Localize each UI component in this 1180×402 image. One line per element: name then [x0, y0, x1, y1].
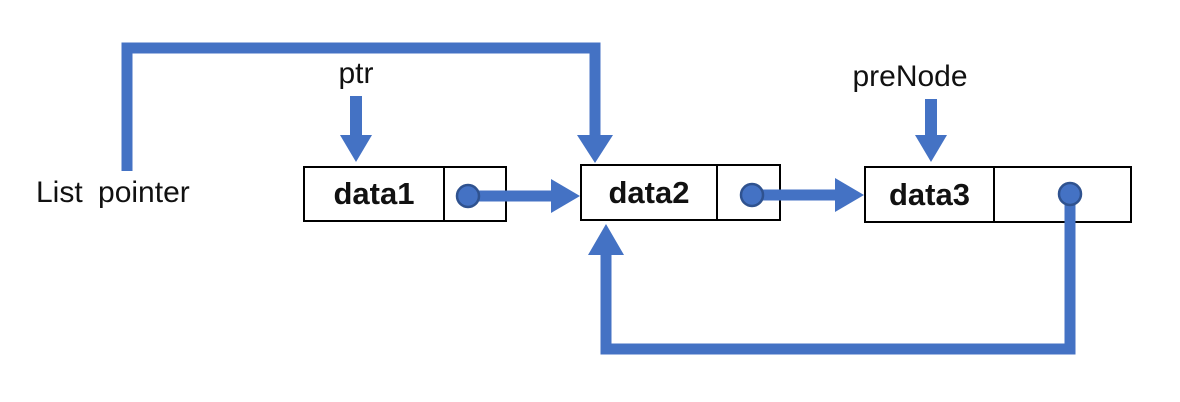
list-pointer-label: List pointer: [36, 176, 190, 209]
next-arrow-1-head-icon: [551, 179, 580, 213]
node-data3: data3: [864, 166, 1132, 223]
next-arrow-2-head-icon: [835, 178, 864, 212]
ptr-label: ptr: [338, 57, 374, 90]
prenode-arrowhead-icon: [915, 135, 947, 162]
node-data1: data1: [303, 166, 507, 222]
node-data1-value: data1: [305, 168, 445, 220]
node-data3-value: data3: [866, 168, 995, 221]
prenode-label: preNode: [852, 60, 968, 93]
node-data2: data2: [580, 164, 781, 221]
ptr-arrow: [340, 96, 372, 162]
back-arrowhead-icon: [588, 224, 624, 255]
node-data2-value: data2: [582, 166, 718, 219]
node-data3-next-cell: [995, 168, 1130, 221]
node-data1-next-cell: [445, 168, 505, 220]
prenode-arrow: [915, 99, 947, 162]
list-pointer-arrowhead-icon: [577, 135, 613, 163]
ptr-arrowhead-icon: [340, 135, 372, 162]
node-data2-next-cell: [718, 166, 779, 219]
